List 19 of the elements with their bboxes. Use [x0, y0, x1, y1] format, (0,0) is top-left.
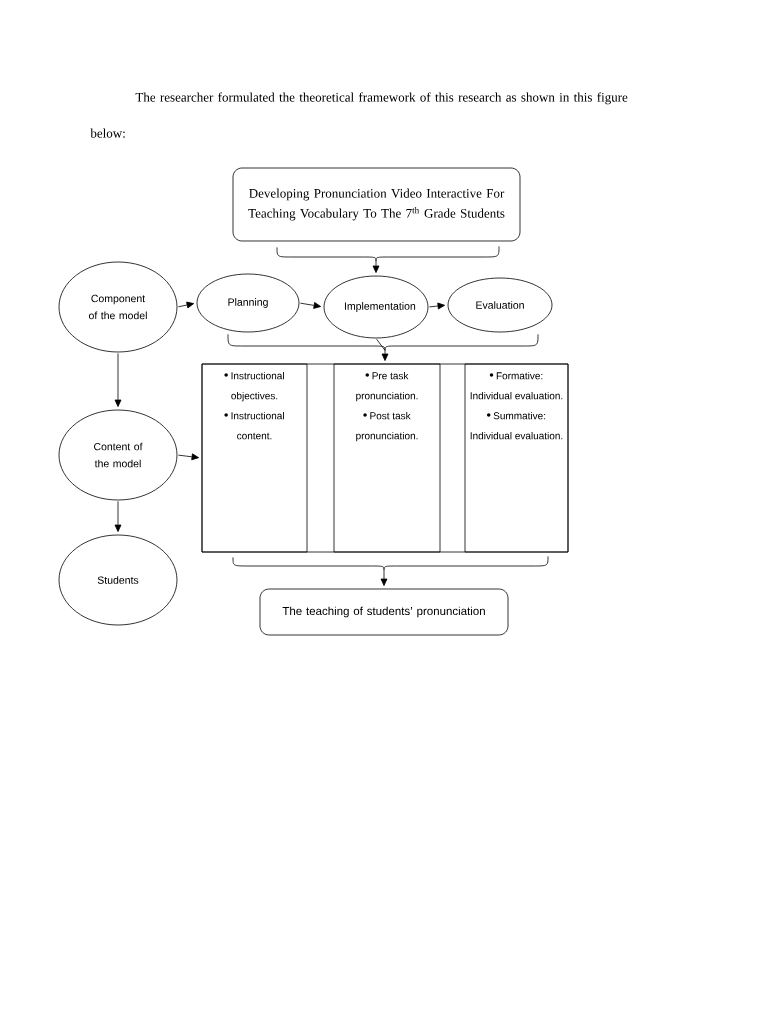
title-box: Developing Pronunciation Video Interactive For Teaching Vocabulary To The 7$^{th}$ Grade Students: [232, 167, 521, 242]
arrow: [178, 301, 195, 309]
ellipse-node: Evaluation: [447, 277, 553, 333]
arrow: [114, 501, 122, 532]
result-box: The teaching of students’ pronunciation: [259, 588, 509, 636]
ellipse-node: Implementation: [323, 275, 429, 339]
ellipse-node: Planning: [196, 273, 300, 333]
intro-text: The researcher formulated the theoretical framework of this research as shown in this figure below:: [90, 92, 628, 138]
table-cell: Formative: Individual evaluation. Summative: Individual evaluation.: [464, 363, 569, 553]
ellipse-node: Content of the model: [58, 409, 178, 501]
arrow: [429, 302, 445, 310]
table-cell: Pre task pronunciation. Post task pronunciation.: [333, 363, 441, 553]
arrow: [178, 453, 200, 461]
arrow: [114, 353, 122, 407]
ellipse-node: Students: [58, 534, 178, 626]
brace-arrow: [232, 556, 549, 586]
ellipse-node: Component of the model: [58, 261, 178, 353]
table-cell: Instructional objectives. Instructional content.: [201, 363, 308, 553]
arrow: [300, 302, 322, 309]
